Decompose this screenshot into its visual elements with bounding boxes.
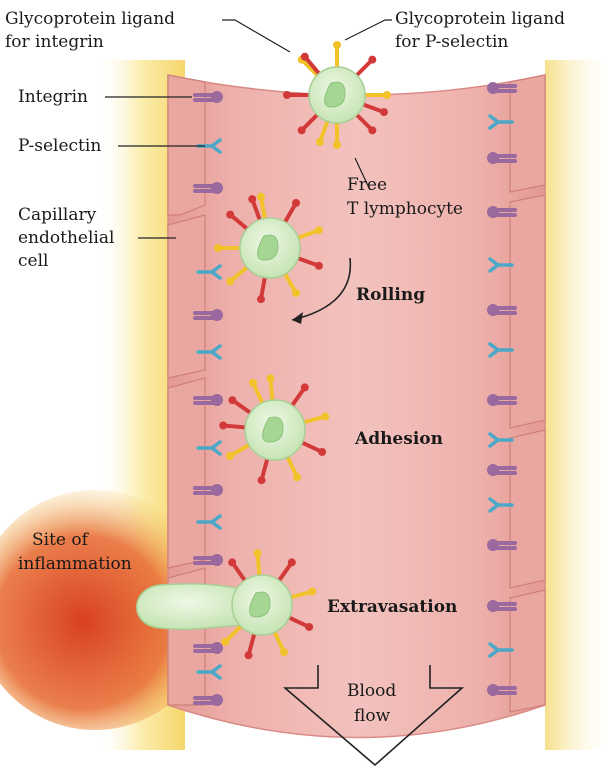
pselectin-label: P-selectin bbox=[18, 136, 101, 156]
integrin-label: Integrin bbox=[18, 87, 88, 107]
free-t-lymphocyte-label-1: Free bbox=[347, 175, 387, 195]
right-endothelium bbox=[510, 75, 545, 712]
glyco-pselectin-label-1: Glycoprotein ligand bbox=[395, 9, 565, 29]
free-t-lymphocyte-label-2: T lymphocyte bbox=[347, 199, 463, 219]
p-selectin-ligand bbox=[333, 41, 341, 69]
extravasation-label: Extravasation bbox=[327, 597, 457, 617]
free-t-lymphocyte bbox=[283, 41, 391, 149]
blood-flow-label-1: Blood bbox=[347, 681, 396, 701]
capillary-label-2: endothelial bbox=[18, 228, 114, 248]
capillary-label-3: cell bbox=[18, 251, 48, 271]
integrin-ligand bbox=[355, 56, 376, 77]
glyco-pselectin-label-2: for P-selectin bbox=[395, 32, 508, 52]
glyco-integrin-label-1: Glycoprotein ligand bbox=[5, 9, 175, 29]
site-inflammation-label-2: inflammation bbox=[18, 554, 132, 574]
rolling-label: Rolling bbox=[356, 285, 425, 305]
capillary-label-1: Capillary bbox=[18, 205, 97, 225]
adhesion-label: Adhesion bbox=[354, 429, 443, 449]
blood-flow-label-2: flow bbox=[354, 706, 391, 726]
site-inflammation-label-1: Site of bbox=[32, 530, 90, 550]
glyco-integrin-label-2: for integrin bbox=[5, 32, 104, 52]
